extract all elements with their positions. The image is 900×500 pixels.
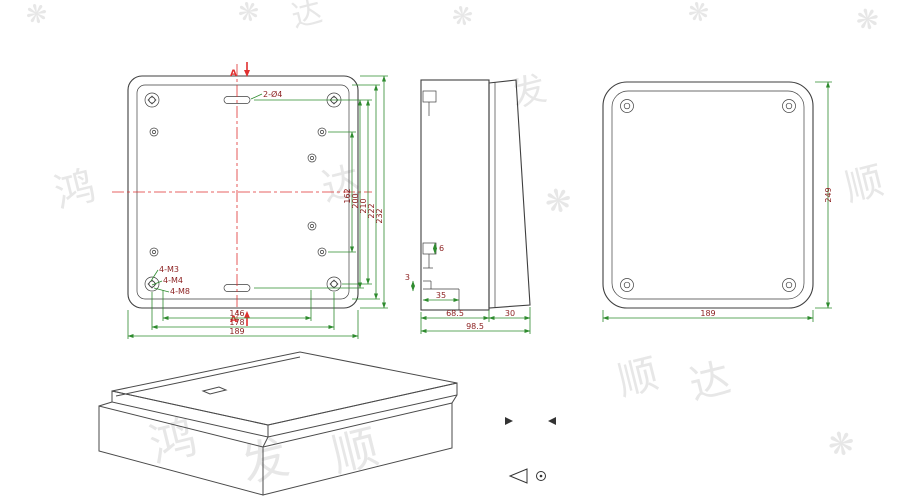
circle-symbol-icon — [539, 474, 543, 478]
side-lid-outline — [488, 79, 531, 309]
side-view: 6 3 35 68.5 30 98.5 — [405, 79, 531, 334]
isometric-view — [98, 351, 458, 496]
hole-callout-label: 2-Ø4 — [263, 89, 282, 99]
thread-callout-label: 4-M4 — [163, 276, 183, 285]
dim-label: 98.5 — [466, 322, 484, 331]
front-right-dimensions: 162 200 210 222 232 — [254, 75, 388, 309]
thread-callout-label: 4-M8 — [170, 287, 190, 296]
front-view: A A 2-Ø4 4-M3 4-M4 4-M8 — [112, 62, 388, 339]
dim-label: 178 — [229, 318, 244, 327]
dim-label: 162 — [343, 188, 352, 203]
dim-label: 200 — [351, 193, 360, 208]
side-body-outline — [420, 79, 490, 311]
lid-dimensions: 249 189 — [602, 81, 833, 322]
side-bottom-dimensions: 68.5 30 98.5 — [420, 307, 531, 334]
dim-label: 210 — [359, 198, 368, 213]
lid-inner-outline — [611, 90, 805, 300]
corner-screw-icon — [144, 92, 342, 292]
projection-symbols — [505, 417, 556, 484]
arrow-icon — [548, 417, 556, 425]
lid-view: 249 189 — [602, 81, 833, 322]
dim-label: 3 — [405, 273, 410, 282]
arrow-icon — [505, 417, 513, 425]
section-marker-top: A — [230, 62, 250, 79]
lid-detail — [201, 386, 228, 395]
dim-label: 232 — [375, 208, 384, 223]
boss-hole-icon — [149, 127, 327, 257]
side-clip — [422, 90, 437, 269]
dim-label: 146 — [229, 309, 244, 318]
lid-outer-outline — [602, 81, 814, 309]
corner-screw-icon — [620, 99, 796, 292]
circle-symbol-icon — [536, 471, 546, 481]
dim-label: 68.5 — [446, 309, 464, 318]
section-label: A — [230, 69, 237, 79]
dim-label: 35 — [436, 291, 446, 300]
cone-symbol-icon — [508, 468, 528, 484]
dim-label: 6 — [439, 244, 444, 253]
thread-callout-label: 4-M3 — [159, 265, 179, 274]
front-bottom-dimensions: 146 178 189 — [127, 290, 359, 339]
side-boss — [423, 280, 460, 310]
dim-label: 189 — [229, 327, 244, 336]
dim-label: 30 — [505, 309, 515, 318]
dim-label: 222 — [367, 203, 376, 218]
dim-label: 249 — [824, 187, 833, 202]
dim-label: 189 — [700, 309, 715, 318]
